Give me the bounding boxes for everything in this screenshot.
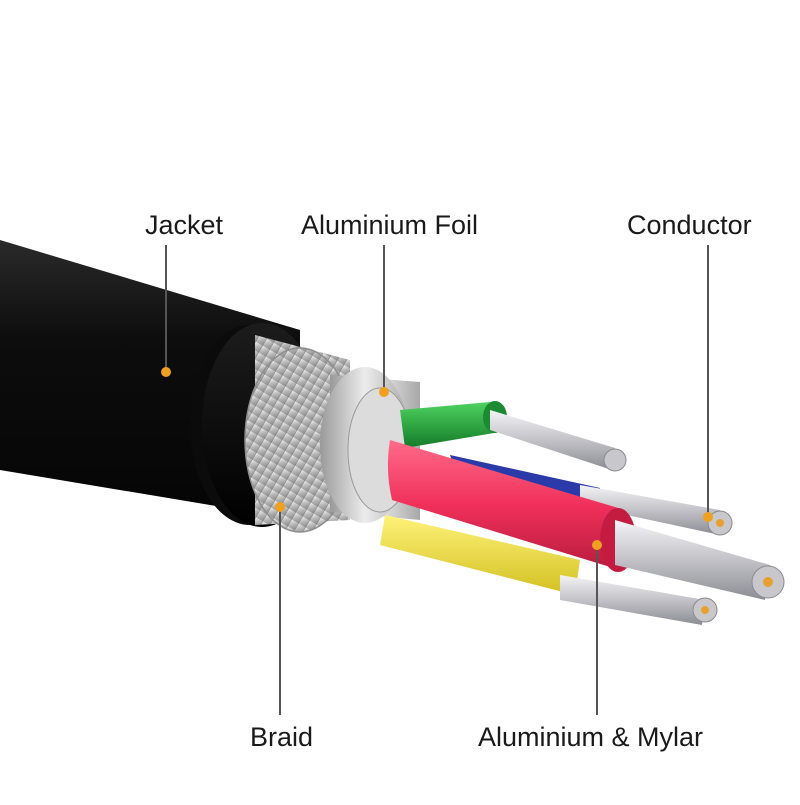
- label-aluminium-mylar: Aluminium & Mylar: [478, 722, 704, 752]
- dot-braid: [275, 502, 285, 512]
- dot-aluminium-foil: [379, 387, 389, 397]
- dot-aluminium-mylar: [592, 540, 602, 550]
- label-jacket: Jacket: [145, 210, 224, 240]
- leader-lines: [165, 245, 709, 715]
- dot-jacket: [161, 367, 171, 377]
- label-braid: Braid: [250, 722, 314, 752]
- red-wire: [387, 440, 785, 600]
- label-conductor: Conductor: [627, 210, 752, 240]
- dot-conductor: [703, 512, 713, 522]
- green-wire: [400, 401, 627, 472]
- blue-wire: [450, 455, 733, 536]
- label-aluminium-foil: Aluminium Foil: [301, 210, 479, 240]
- marker-dots: [161, 367, 713, 550]
